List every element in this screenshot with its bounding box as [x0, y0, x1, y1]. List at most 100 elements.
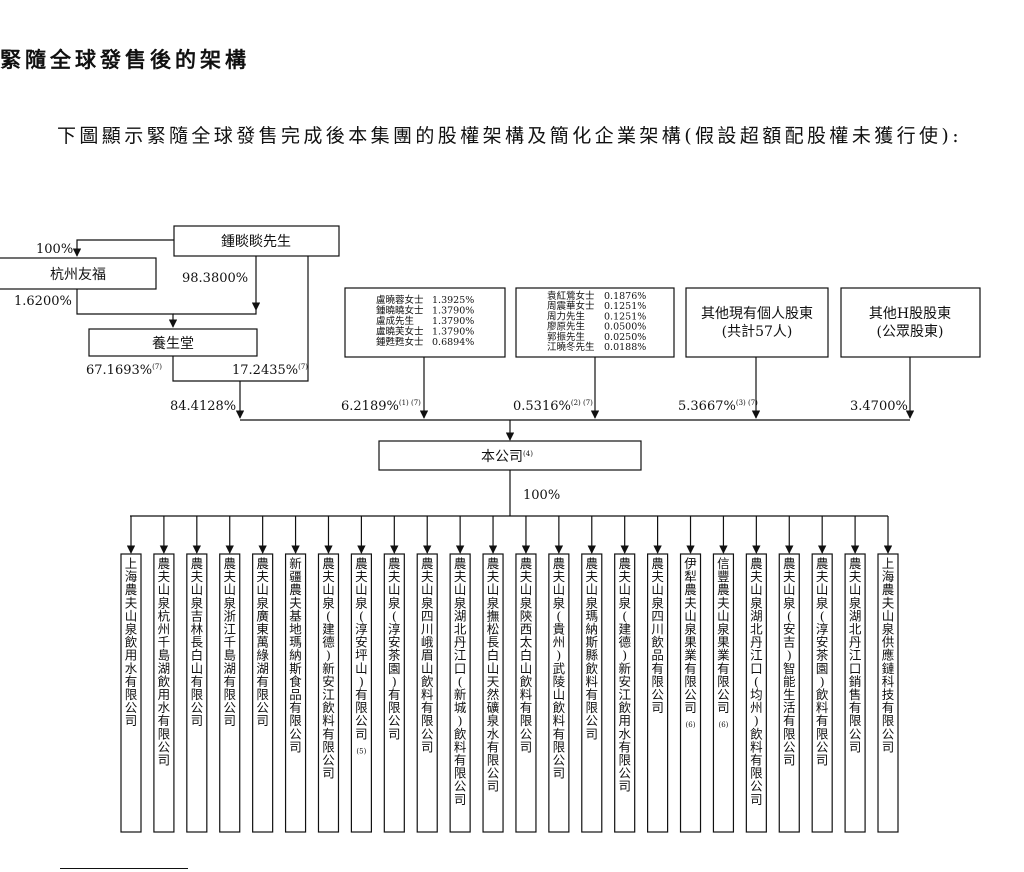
subsidiary-name-char: 眉	[421, 648, 434, 663]
founder-label: 鍾睒睒先生	[221, 234, 291, 250]
subsidiary-note: (6)	[718, 721, 728, 729]
subsidiary-name-char: 公	[684, 687, 697, 702]
subsidiary-name-char: 四	[651, 608, 664, 623]
subsidiary-name-char: (	[326, 608, 331, 623]
subsidiary-name-char: 千	[223, 635, 236, 650]
holder-name: 盧曉蓉女士	[376, 294, 424, 306]
subsidiary-name-char: 山	[520, 582, 533, 597]
subsidiary-name-char: 山	[421, 661, 434, 676]
subsidiary-name-char: 鏈	[882, 661, 895, 676]
subsidiary-name-char: 城	[454, 700, 467, 715]
subsidiary-name-char: 農	[256, 556, 269, 571]
subsidiary-name-char: 飲	[651, 635, 664, 650]
subsidiary-name-char: 北	[454, 622, 467, 637]
subsidiary-name-char: 農	[520, 556, 533, 571]
subsidiary-name-char: 限	[717, 674, 730, 689]
subsidiary-name-char: 夫	[783, 569, 796, 584]
holder-value: 1.3925%	[432, 295, 474, 306]
youfu-to-yst-line	[76, 289, 178, 328]
subsidiary-name-char: 限	[289, 713, 302, 728]
shareholding-structure-diagram: 鍾睒睒先生 杭州友福 養生堂 100% 98.3800% 1.6200% 67.…	[0, 225, 981, 833]
subsidiary-name-char: 湖	[849, 608, 862, 623]
subsidiary-name-char: 山	[553, 582, 566, 597]
subsidiary-box	[284, 553, 307, 833]
subsidiary-name-char: 司	[158, 753, 171, 768]
subsidiary-name-char: 信	[717, 556, 730, 571]
subsidiary-name-char: 丹	[849, 635, 862, 650]
subsidiary-name-char: 限	[684, 674, 697, 689]
pct-group-3: 5.3667%(3) (7)	[678, 399, 758, 414]
subsidiary-name-char: 公	[520, 726, 533, 741]
subsidiary-name-char: 司	[618, 779, 631, 794]
subsidiary-name-char: 江	[849, 648, 862, 663]
subsidiary-box	[383, 553, 405, 833]
subsidiary-name-char: 料	[520, 687, 533, 702]
subsidiary-name-char: 限	[520, 713, 533, 728]
subsidiary-name-char: 夫	[684, 595, 697, 610]
subsidiary-name-char: 長	[487, 635, 500, 650]
subsidiary-name-char: 峨	[421, 635, 434, 650]
subsidiary-name-char: 司	[783, 753, 796, 768]
subsidiary-name-char: 夫	[289, 595, 302, 610]
subsidiary-box	[120, 553, 142, 833]
subsidiary-name-char: 江	[223, 622, 236, 637]
subsidiary-name-char: 限	[191, 687, 204, 702]
subsidiary-name-char: 山	[487, 582, 500, 597]
subsidiary-name-char: )	[556, 648, 561, 663]
subsidiary-name-char: 山	[158, 582, 171, 597]
subsidiary-name-char: 用	[158, 687, 171, 702]
subsidiary-name-char: 山	[454, 582, 467, 597]
subsidiary-name-char: 活	[783, 700, 796, 715]
subsidiary-name-char: (	[820, 608, 825, 623]
subsidiary-name-char: 夫	[520, 569, 533, 584]
subsidiary-name-char: 泉	[322, 595, 335, 610]
subsidiary-name-char: 建	[618, 622, 631, 637]
subsidiary-name-char: 農	[750, 556, 763, 571]
subsidiary-name-char: 江	[322, 687, 335, 702]
subsidiary-name-char: 山	[849, 582, 862, 597]
subsidiary-name-char: 地	[289, 622, 302, 637]
subsidiary-name-char: 農	[618, 556, 631, 571]
subsidiary-name-char: 水	[487, 726, 500, 741]
subsidiary-name-char: 泉	[223, 595, 236, 610]
subsidiary-name-char: 限	[553, 739, 566, 754]
subsidiary-name-char: 有	[355, 687, 368, 702]
holder-value: 0.0500%	[604, 322, 646, 333]
holder-value: 0.1876%	[604, 291, 646, 302]
subsidiary-name-char: 限	[158, 726, 171, 741]
subsidiary-box	[449, 553, 471, 833]
subsidiary-name-char: 公	[125, 700, 138, 715]
subsidiary-name-char: 公	[158, 739, 171, 754]
section-heading: 緊隨全球發售後的架構	[0, 47, 250, 72]
subsidiary-name-char: 司	[750, 792, 763, 807]
subsidiary-box	[877, 553, 899, 833]
subsidiary-name-char: )	[392, 674, 397, 689]
subsidiary-name-char: 公	[553, 753, 566, 768]
subsidiary-name-char: 泉	[454, 595, 467, 610]
subsidiary-name-char: 豐	[717, 569, 730, 584]
subsidiary-name-char: 淳	[816, 622, 829, 637]
subsidiary-name-char: 飲	[816, 687, 829, 702]
holder-name: 鍾曉曉女士	[376, 305, 424, 317]
holder-value: 1.3790%	[432, 306, 474, 317]
subsidiary-name-char: 司	[520, 739, 533, 754]
subsidiary-name-char: 公	[816, 739, 829, 754]
subsidiary-name-char: 公	[191, 700, 204, 715]
subsidiary-name-char: 淳	[388, 622, 401, 637]
subsidiary-name-char: 限	[816, 726, 829, 741]
pct-combined: 84.4128%	[170, 399, 236, 414]
subsidiary-box	[679, 553, 702, 833]
yst-down-line	[172, 356, 240, 382]
subsidiary-name-char: 飲	[158, 674, 171, 689]
subsidiary-name-char: 公	[586, 713, 599, 728]
subsidiary-name-char: 湖	[223, 661, 236, 676]
subsidiary-name-char: 司	[882, 739, 895, 754]
subsidiary-name-char: 飲	[750, 726, 763, 741]
subsidiary-name-char: 新	[618, 661, 631, 676]
subsidiary-name-char: )	[359, 674, 364, 689]
subsidiary-name-char: 夫	[717, 595, 730, 610]
subsidiary-name-char: 水	[125, 661, 138, 676]
subsidiary-name-char: 杭	[158, 608, 171, 623]
subsidiary-name-char: 江	[618, 687, 631, 702]
subsidiary-name-char: 上	[125, 556, 138, 571]
